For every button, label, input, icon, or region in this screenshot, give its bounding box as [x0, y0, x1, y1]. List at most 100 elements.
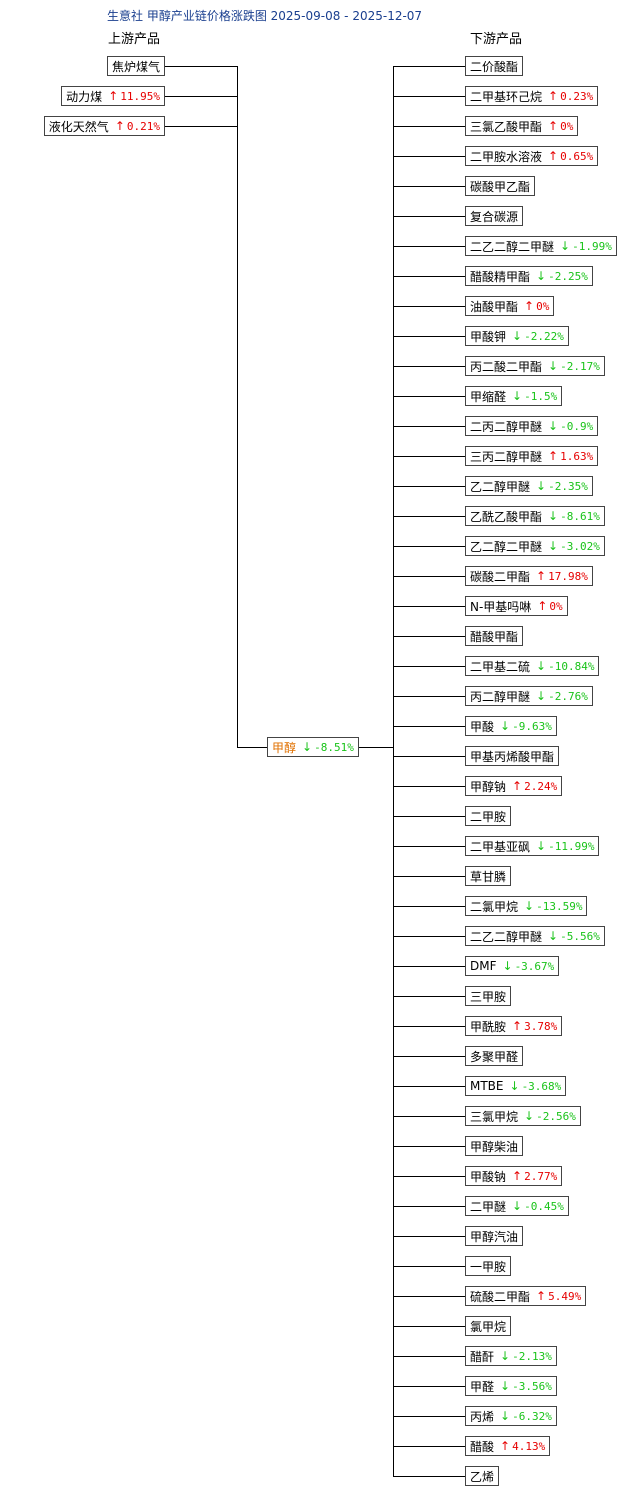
downstream-node[interactable]: 二价酸酯: [465, 56, 524, 76]
arrow-down-icon: ↓: [560, 239, 571, 253]
downstream-node[interactable]: 硫酸二甲酯↑5.49%: [465, 1286, 587, 1306]
downstream-node[interactable]: 一甲胺: [465, 1256, 512, 1276]
downstream-node[interactable]: 三丙二醇甲醚↑1.63%: [465, 446, 599, 466]
downstream-name: 硫酸二甲酯: [470, 1289, 531, 1304]
downstream-node[interactable]: 乙酰乙酸甲酯↓-8.61%: [465, 506, 605, 526]
change-label: ↓-2.25%: [536, 269, 588, 283]
change-value: -2.22%: [524, 330, 564, 343]
arrow-up-icon: ↑: [536, 569, 547, 583]
downstream-node[interactable]: 丙二醇甲醚↓-2.76%: [465, 686, 593, 706]
downstream-node[interactable]: 甲醇钠↑2.24%: [465, 776, 563, 796]
change-value: 0.21%: [126, 120, 160, 133]
downstream-node[interactable]: 甲酰胺↑3.78%: [465, 1016, 563, 1036]
downstream-node[interactable]: 二甲醚 ↓-0.45%: [465, 1196, 569, 1216]
downstream-header: 下游产品: [470, 32, 523, 47]
downstream-name: 一甲胺: [470, 1259, 507, 1274]
upstream-node[interactable]: 焦炉煤气: [106, 56, 165, 76]
downstream-node[interactable]: 油酸甲酯↑0%: [465, 296, 555, 316]
change-value: -11.99%: [548, 840, 595, 853]
downstream-node[interactable]: 二甲胺水溶液↑0.65%: [465, 146, 599, 166]
downstream-node[interactable]: 三氯甲烷↓-2.56%: [465, 1106, 581, 1126]
downstream-node[interactable]: N-甲基吗啉↑0%: [465, 596, 568, 616]
downstream-node[interactable]: 二乙二醇二甲醚 ↓-1.99%: [465, 236, 617, 256]
change-value: 1.63%: [560, 450, 594, 463]
change-label: ↓-5.56%: [548, 929, 600, 943]
upstream-node[interactable]: 动力煤↑11.95%: [61, 86, 165, 106]
downstream-node[interactable]: 二甲胺: [465, 806, 512, 826]
downstream-node[interactable]: 甲酸钠↑2.77%: [465, 1166, 563, 1186]
arrow-down-icon: ↓: [500, 719, 511, 733]
change-value: -1.5%: [524, 390, 558, 403]
downstream-node[interactable]: DMF↓-3.67%: [465, 956, 560, 976]
downstream-node[interactable]: 多聚甲醛: [465, 1046, 524, 1066]
downstream-node[interactable]: 二甲基环己烷↑0.23%: [465, 86, 599, 106]
change-label: ↓-1.99%: [560, 239, 612, 253]
downstream-node[interactable]: 甲醛↓-3.56%: [465, 1376, 557, 1396]
downstream-node[interactable]: 醋酐↓-2.13%: [465, 1346, 557, 1366]
downstream-name: 三丙二醇甲醚: [470, 449, 543, 464]
change-value: 3.78%: [524, 1020, 558, 1033]
downstream-node[interactable]: 甲基丙烯酸甲酯: [465, 746, 560, 766]
downstream-name: 二甲胺: [470, 809, 507, 824]
change-value: 0%: [560, 120, 574, 133]
change-label: ↑4.13%: [500, 1439, 545, 1453]
change-label: ↑0%: [524, 299, 549, 313]
downstream-name: 二丙二醇甲醚: [470, 419, 543, 434]
downstream-node[interactable]: 丙二酸二甲酯↓-2.17%: [465, 356, 605, 376]
downstream-node[interactable]: 甲酸↓-9.63%: [465, 716, 557, 736]
change-label: ↑0%: [537, 599, 562, 613]
downstream-name: 乙二醇甲醚: [470, 479, 531, 494]
downstream-name: 氯甲烷: [470, 1319, 507, 1334]
downstream-node[interactable]: 二丙二醇甲醚↓-0.9%: [465, 416, 599, 436]
downstream-node[interactable]: 二氯甲烷↓-13.59%: [465, 896, 588, 916]
downstream-name: 丙烯: [470, 1409, 495, 1424]
change-label: ↑3.78%: [512, 1019, 557, 1033]
arrow-down-icon: ↓: [502, 959, 513, 973]
downstream-node[interactable]: 醋酸甲酯: [465, 626, 524, 646]
downstream-node[interactable]: 醋酸精甲酯↓-2.25%: [465, 266, 593, 286]
downstream-node[interactable]: 碳酸二甲酯↑17.98%: [465, 566, 593, 586]
change-value: -6.32%: [512, 1410, 552, 1423]
downstream-node[interactable]: 乙烯: [465, 1466, 500, 1486]
upstream-node[interactable]: 液化天然气↑0.21%: [43, 116, 165, 136]
downstream-node[interactable]: MTBE↓-3.68%: [465, 1076, 567, 1096]
downstream-node[interactable]: 复合碳源: [465, 206, 524, 226]
downstream-node[interactable]: 三甲胺: [465, 986, 512, 1006]
downstream-node[interactable]: 甲缩醛↓-1.5%: [465, 386, 563, 406]
center-node[interactable]: 甲醇↓-8.51%: [267, 737, 359, 757]
downstream-name: 丙二醇甲醚: [470, 689, 531, 704]
downstream-node[interactable]: 三氯乙酸甲酯↑0%: [465, 116, 579, 136]
downstream-node[interactable]: 二甲基二硫↓-10.84%: [465, 656, 600, 676]
downstream-name: 二乙二醇二甲醚: [470, 239, 555, 254]
downstream-name: 二甲醚: [470, 1199, 507, 1214]
change-value: 0%: [536, 300, 550, 313]
change-value: -8.61%: [560, 510, 600, 523]
change-label: ↓-0.45%: [512, 1199, 564, 1213]
downstream-node[interactable]: 二甲基亚砜↓-11.99%: [465, 836, 600, 856]
downstream-node[interactable]: 甲酸钾↓-2.22%: [465, 326, 569, 346]
change-value: 0.23%: [560, 90, 594, 103]
arrow-down-icon: ↓: [500, 1349, 511, 1363]
arrow-up-icon: ↑: [108, 89, 119, 103]
arrow-down-icon: ↓: [536, 269, 547, 283]
downstream-node[interactable]: 草甘膦: [465, 866, 512, 886]
downstream-node[interactable]: 氯甲烷: [465, 1316, 512, 1336]
change-label: ↑0.23%: [548, 89, 593, 103]
downstream-name: 乙酰乙酸甲酯: [470, 509, 543, 524]
downstream-node[interactable]: 二乙二醇甲醚↓-5.56%: [465, 926, 605, 946]
downstream-name: 醋酸甲酯: [470, 629, 519, 644]
downstream-node[interactable]: 碳酸甲乙酯: [465, 176, 536, 196]
arrow-down-icon: ↓: [509, 1079, 520, 1093]
downstream-node[interactable]: 乙二醇二甲醚↓-3.02%: [465, 536, 605, 556]
downstream-name: 丙二酸二甲酯: [470, 359, 543, 374]
downstream-node[interactable]: 醋酸↑4.13%: [465, 1436, 551, 1456]
downstream-node[interactable]: 丙烯 ↓-6.32%: [465, 1406, 557, 1426]
downstream-node[interactable]: 甲醇汽油: [465, 1226, 524, 1246]
change-label: ↓-2.13%: [500, 1349, 552, 1363]
arrow-down-icon: ↓: [500, 1409, 511, 1423]
downstream-node[interactable]: 甲醇柴油: [465, 1136, 524, 1156]
arrow-down-icon: ↓: [536, 479, 547, 493]
arrow-up-icon: ↑: [114, 119, 125, 133]
downstream-node[interactable]: 乙二醇甲醚↓-2.35%: [465, 476, 593, 496]
